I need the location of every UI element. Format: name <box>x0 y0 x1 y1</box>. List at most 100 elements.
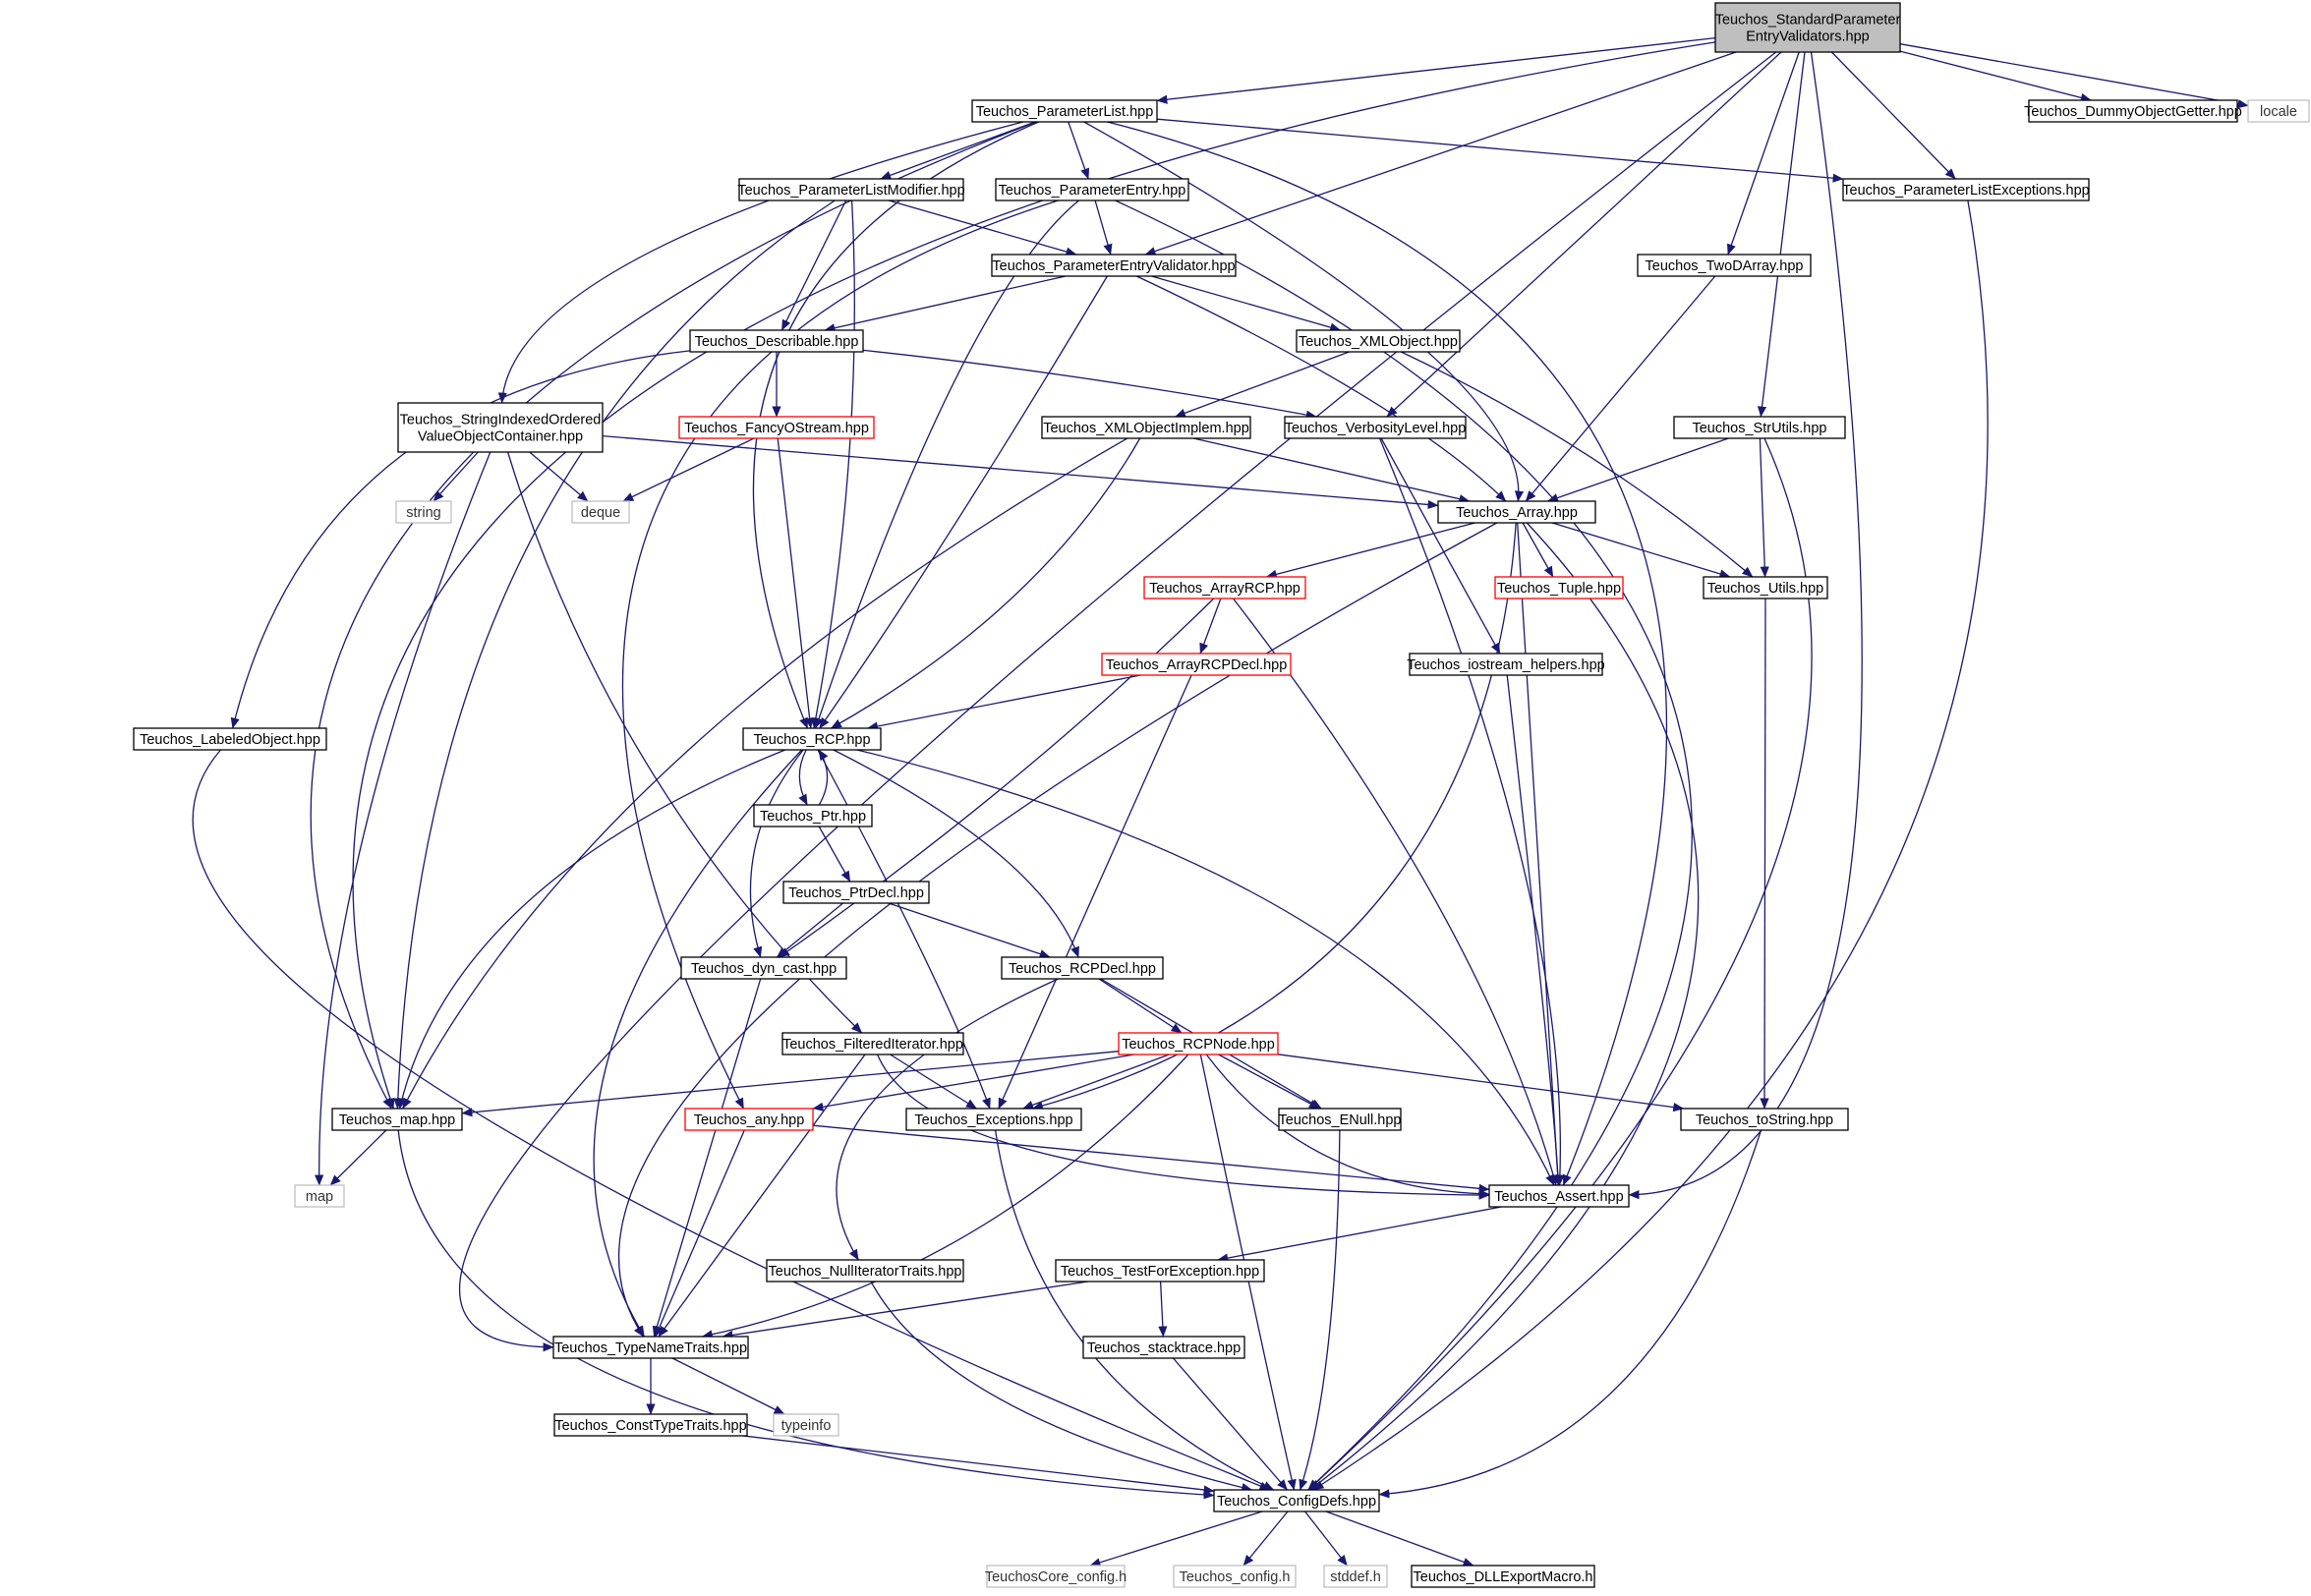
node-assert[interactable]: Teuchos_Assert.hpp <box>1488 1184 1630 1208</box>
edge-consttt-to-config <box>742 1435 1215 1495</box>
node-labeled[interactable]: Teuchos_LabeledObject.hpp <box>133 727 327 751</box>
node-map[interactable]: map <box>294 1184 345 1208</box>
node-locale[interactable]: locale <box>2247 99 2310 123</box>
edge-pev-to-descr <box>824 275 1067 333</box>
node-box <box>294 1184 345 1208</box>
node-box <box>689 329 864 353</box>
node-plmod[interactable]: Teuchos_ParameterListModifier.hpp <box>737 178 965 201</box>
node-tostr[interactable]: Teuchos_toString.hpp <box>1680 1108 1849 1131</box>
node-tfe[interactable]: Teuchos_TestForException.hpp <box>1055 1259 1265 1282</box>
edge-pev-to-rcp <box>819 275 1108 729</box>
node-label: Teuchos_ParameterEntryValidator.hpp <box>992 258 1235 274</box>
node-rcpdecl[interactable]: Teuchos_RCPDecl.hpp <box>1001 956 1164 980</box>
node-typename[interactable]: Teuchos_TypeNameTraits.hpp <box>552 1336 749 1359</box>
node-rcpnode[interactable]: Teuchos_RCPNode.hpp <box>1118 1032 1279 1055</box>
edge-tostr-to-config <box>1378 1129 1762 1499</box>
edge-enull-to-config <box>1299 1129 1341 1491</box>
edge-array-to-config <box>1309 522 1700 1491</box>
node-pentry[interactable]: Teuchos_ParameterEntry.hpp <box>995 178 1189 201</box>
node-sioc[interactable]: Teuchos_StringIndexedOrderedValueObjectC… <box>397 402 604 453</box>
node-label: Teuchos_ParameterListModifier.hpp <box>737 183 964 199</box>
node-label: Teuchos_ArrayRCPDecl.hpp <box>1106 657 1288 673</box>
node-label: locale <box>2260 104 2297 120</box>
node-box <box>1213 1489 1380 1512</box>
node-tconf[interactable]: Teuchos_config.h <box>1173 1565 1297 1588</box>
node-box <box>905 1108 1082 1131</box>
edge-root-to-assert <box>1628 51 1863 1200</box>
node-box <box>395 500 452 524</box>
edge-root-to-dummy <box>1899 50 2092 102</box>
node-deque[interactable]: deque <box>571 500 630 524</box>
node-plist[interactable]: Teuchos_ParameterList.hpp <box>971 99 1158 123</box>
node-label: stddef.h <box>1330 1569 1381 1585</box>
edge-dyncast-to-typename <box>652 978 762 1338</box>
node-exc[interactable]: Teuchos_Exceptions.hpp <box>905 1108 1082 1131</box>
node-label: Teuchos_RCP.hpp <box>753 732 870 748</box>
edge-arcpdecl-to-exc <box>998 674 1192 1110</box>
node-box <box>1488 1184 1630 1208</box>
node-dummy[interactable]: Teuchos_DummyObjectGetter.hpp <box>2024 99 2242 123</box>
node-typeinfo[interactable]: typeinfo <box>773 1413 839 1437</box>
node-label: Teuchos_TestForException.hpp <box>1061 1264 1259 1280</box>
node-root[interactable]: Teuchos_StandardParameterEntryValidators… <box>1714 2 1901 53</box>
node-descr[interactable]: Teuchos_Describable.hpp <box>689 329 864 353</box>
node-twod[interactable]: Teuchos_TwoDArray.hpp <box>1637 254 1812 277</box>
node-label: Teuchos_LabeledObject.hpp <box>140 732 320 748</box>
node-strutils[interactable]: Teuchos_StrUtils.hpp <box>1673 416 1846 439</box>
node-any[interactable]: Teuchos_any.hpp <box>684 1108 814 1131</box>
node-nullit[interactable]: Teuchos_NullIteratorTraits.hpp <box>766 1259 964 1282</box>
node-enull[interactable]: Teuchos_ENull.hpp <box>1278 1108 1402 1131</box>
node-arcpdecl[interactable]: Teuchos_ArrayRCPDecl.hpp <box>1101 653 1292 676</box>
node-dyncast[interactable]: Teuchos_dyn_cast.hpp <box>680 956 847 980</box>
node-array[interactable]: Teuchos_Array.hpp <box>1437 500 1596 524</box>
node-tuple[interactable]: Teuchos_Tuple.hpp <box>1494 576 1624 599</box>
node-box <box>1494 576 1624 599</box>
node-filtit[interactable]: Teuchos_FilteredIterator.hpp <box>781 1032 964 1055</box>
node-dll[interactable]: Teuchos_DLLExportMacro.h <box>1411 1565 1595 1588</box>
node-ptr[interactable]: Teuchos_Ptr.hpp <box>753 804 873 827</box>
node-ptrdecl[interactable]: Teuchos_PtrDecl.hpp <box>782 881 930 904</box>
node-box <box>1842 178 2090 201</box>
node-arcp[interactable]: Teuchos_ArrayRCP.hpp <box>1143 576 1306 599</box>
node-box <box>1101 653 1292 676</box>
node-label: ValueObjectContainer.hpp <box>418 429 583 445</box>
node-string[interactable]: string <box>395 500 452 524</box>
node-xmlobj[interactable]: Teuchos_XMLObject.hpp <box>1296 329 1461 353</box>
edge-mapn-to-map <box>329 1129 387 1186</box>
node-iohelp[interactable]: Teuchos_iostream_helpers.hpp <box>1407 653 1605 676</box>
node-fancy[interactable]: Teuchos_FancyOStream.hpp <box>678 416 875 439</box>
node-label: Teuchos_NullIteratorTraits.hpp <box>769 1264 962 1280</box>
node-label: Teuchos_Describable.hpp <box>695 334 859 350</box>
edge-fancy-to-deque <box>622 437 755 502</box>
node-box <box>331 1108 463 1131</box>
node-coreconf[interactable]: TeuchosCore_config.h <box>985 1565 1127 1588</box>
edge-root-to-plist <box>1156 36 1716 104</box>
node-box <box>995 178 1189 201</box>
node-xmlimpl[interactable]: Teuchos_XMLObjectImplem.hpp <box>1041 416 1251 439</box>
edge-fancy-to-rcp <box>777 437 815 729</box>
node-box <box>986 1565 1126 1588</box>
node-config[interactable]: Teuchos_ConfigDefs.hpp <box>1213 1489 1380 1512</box>
node-box <box>991 254 1237 277</box>
edge-plist-to-sioc <box>497 121 1024 404</box>
node-box <box>553 1413 748 1437</box>
node-label: Teuchos_ArrayRCP.hpp <box>1149 581 1300 597</box>
node-consttt[interactable]: Teuchos_ConstTypeTraits.hpp <box>553 1413 748 1437</box>
node-plexc[interactable]: Teuchos_ParameterListExceptions.hpp <box>1842 178 2090 201</box>
edge-arcp-to-arcpdecl <box>1199 598 1222 655</box>
node-label: Teuchos_FilteredIterator.hpp <box>782 1037 963 1053</box>
node-stddef[interactable]: stddef.h <box>1323 1565 1388 1588</box>
edge-array-to-arcp <box>1265 522 1475 579</box>
node-mapn[interactable]: Teuchos_map.hpp <box>331 1108 463 1131</box>
node-verb[interactable]: Teuchos_VerbosityLevel.hpp <box>1284 416 1467 439</box>
node-rcp[interactable]: Teuchos_RCP.hpp <box>742 727 882 751</box>
node-pev[interactable]: Teuchos_ParameterEntryValidator.hpp <box>991 254 1237 277</box>
edge-rcpnode-to-exc <box>1022 1054 1170 1110</box>
node-label: Teuchos_VerbosityLevel.hpp <box>1285 421 1467 436</box>
edge-mapn-to-config <box>397 1129 1215 1500</box>
edge-xmlobj-to-xmlimpl <box>1174 351 1350 418</box>
node-utils[interactable]: Teuchos_Utils.hpp <box>1703 576 1828 599</box>
node-box <box>552 1336 749 1359</box>
node-stack[interactable]: Teuchos_stacktrace.hpp <box>1082 1336 1245 1359</box>
node-box <box>684 1108 814 1131</box>
